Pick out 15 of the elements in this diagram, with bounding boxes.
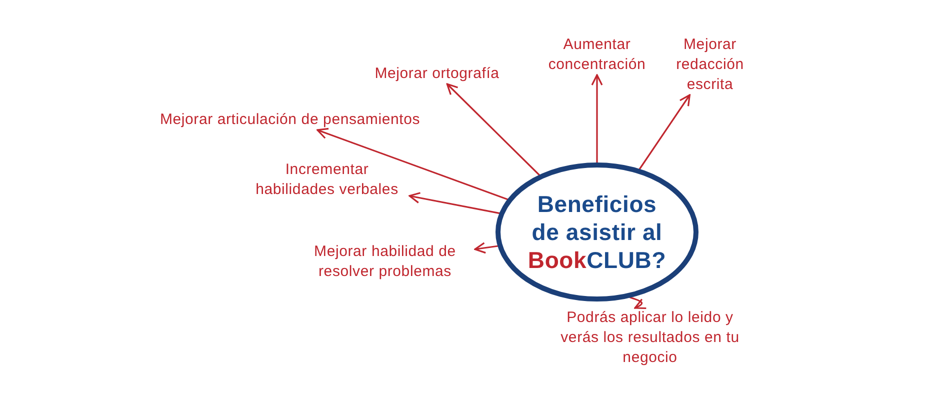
arrow xyxy=(474,242,498,254)
arrow xyxy=(629,296,647,310)
benefit-text: Incrementar habilidades verbales xyxy=(254,160,400,200)
benefit-text: Podrás aplicar lo leido y verás los resultados en tu negocio xyxy=(560,308,740,368)
arrow xyxy=(316,128,508,200)
benefit-text: Mejorar articulación de pensamientos xyxy=(160,110,420,130)
benefit-text: Aumentar concentración xyxy=(547,35,647,75)
arrow xyxy=(408,192,500,214)
benefit-text: Mejorar redacción escrita xyxy=(675,35,745,95)
benefit-text: Mejorar habilidad de resolver problemas xyxy=(313,242,457,282)
arrow xyxy=(638,94,690,170)
central-question: Beneficios de asistir al BookCLUB? xyxy=(526,190,668,274)
benefit-text: Mejorar ortografía xyxy=(374,64,500,84)
arrow xyxy=(591,74,603,163)
arrow xyxy=(446,83,540,176)
